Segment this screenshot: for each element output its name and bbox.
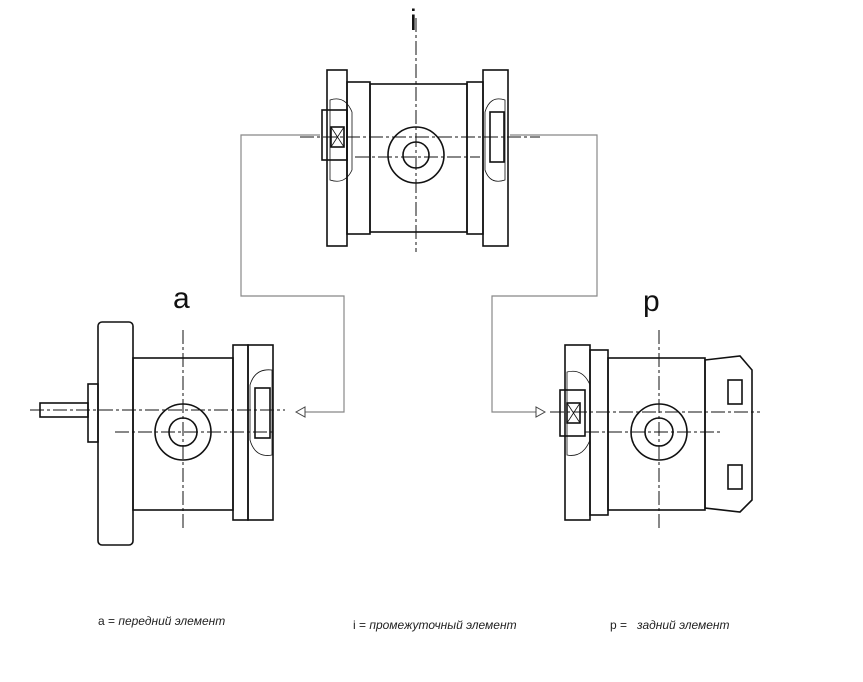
pump-rear [550, 330, 760, 528]
caption-key: p = [610, 618, 628, 632]
connection-right [491, 134, 598, 418]
pump-intermediate [300, 18, 540, 252]
caption-text: задний элемент [637, 618, 730, 632]
pump-front [30, 321, 285, 546]
caption-intermediate: i = промежуточный элемент [353, 618, 517, 632]
caption-key: a = [98, 614, 116, 628]
caption-rear: p = задний элемент [610, 618, 730, 632]
caption-text: передний элемент [118, 614, 226, 628]
connection-left [240, 134, 345, 418]
caption-key: i = [353, 618, 367, 632]
label-intermediate: i [410, 4, 417, 37]
label-rear: p [643, 285, 660, 318]
label-front: a [173, 282, 190, 315]
caption-text: промежуточный элемент [369, 618, 517, 632]
caption-front: a = передний элемент [98, 614, 225, 628]
